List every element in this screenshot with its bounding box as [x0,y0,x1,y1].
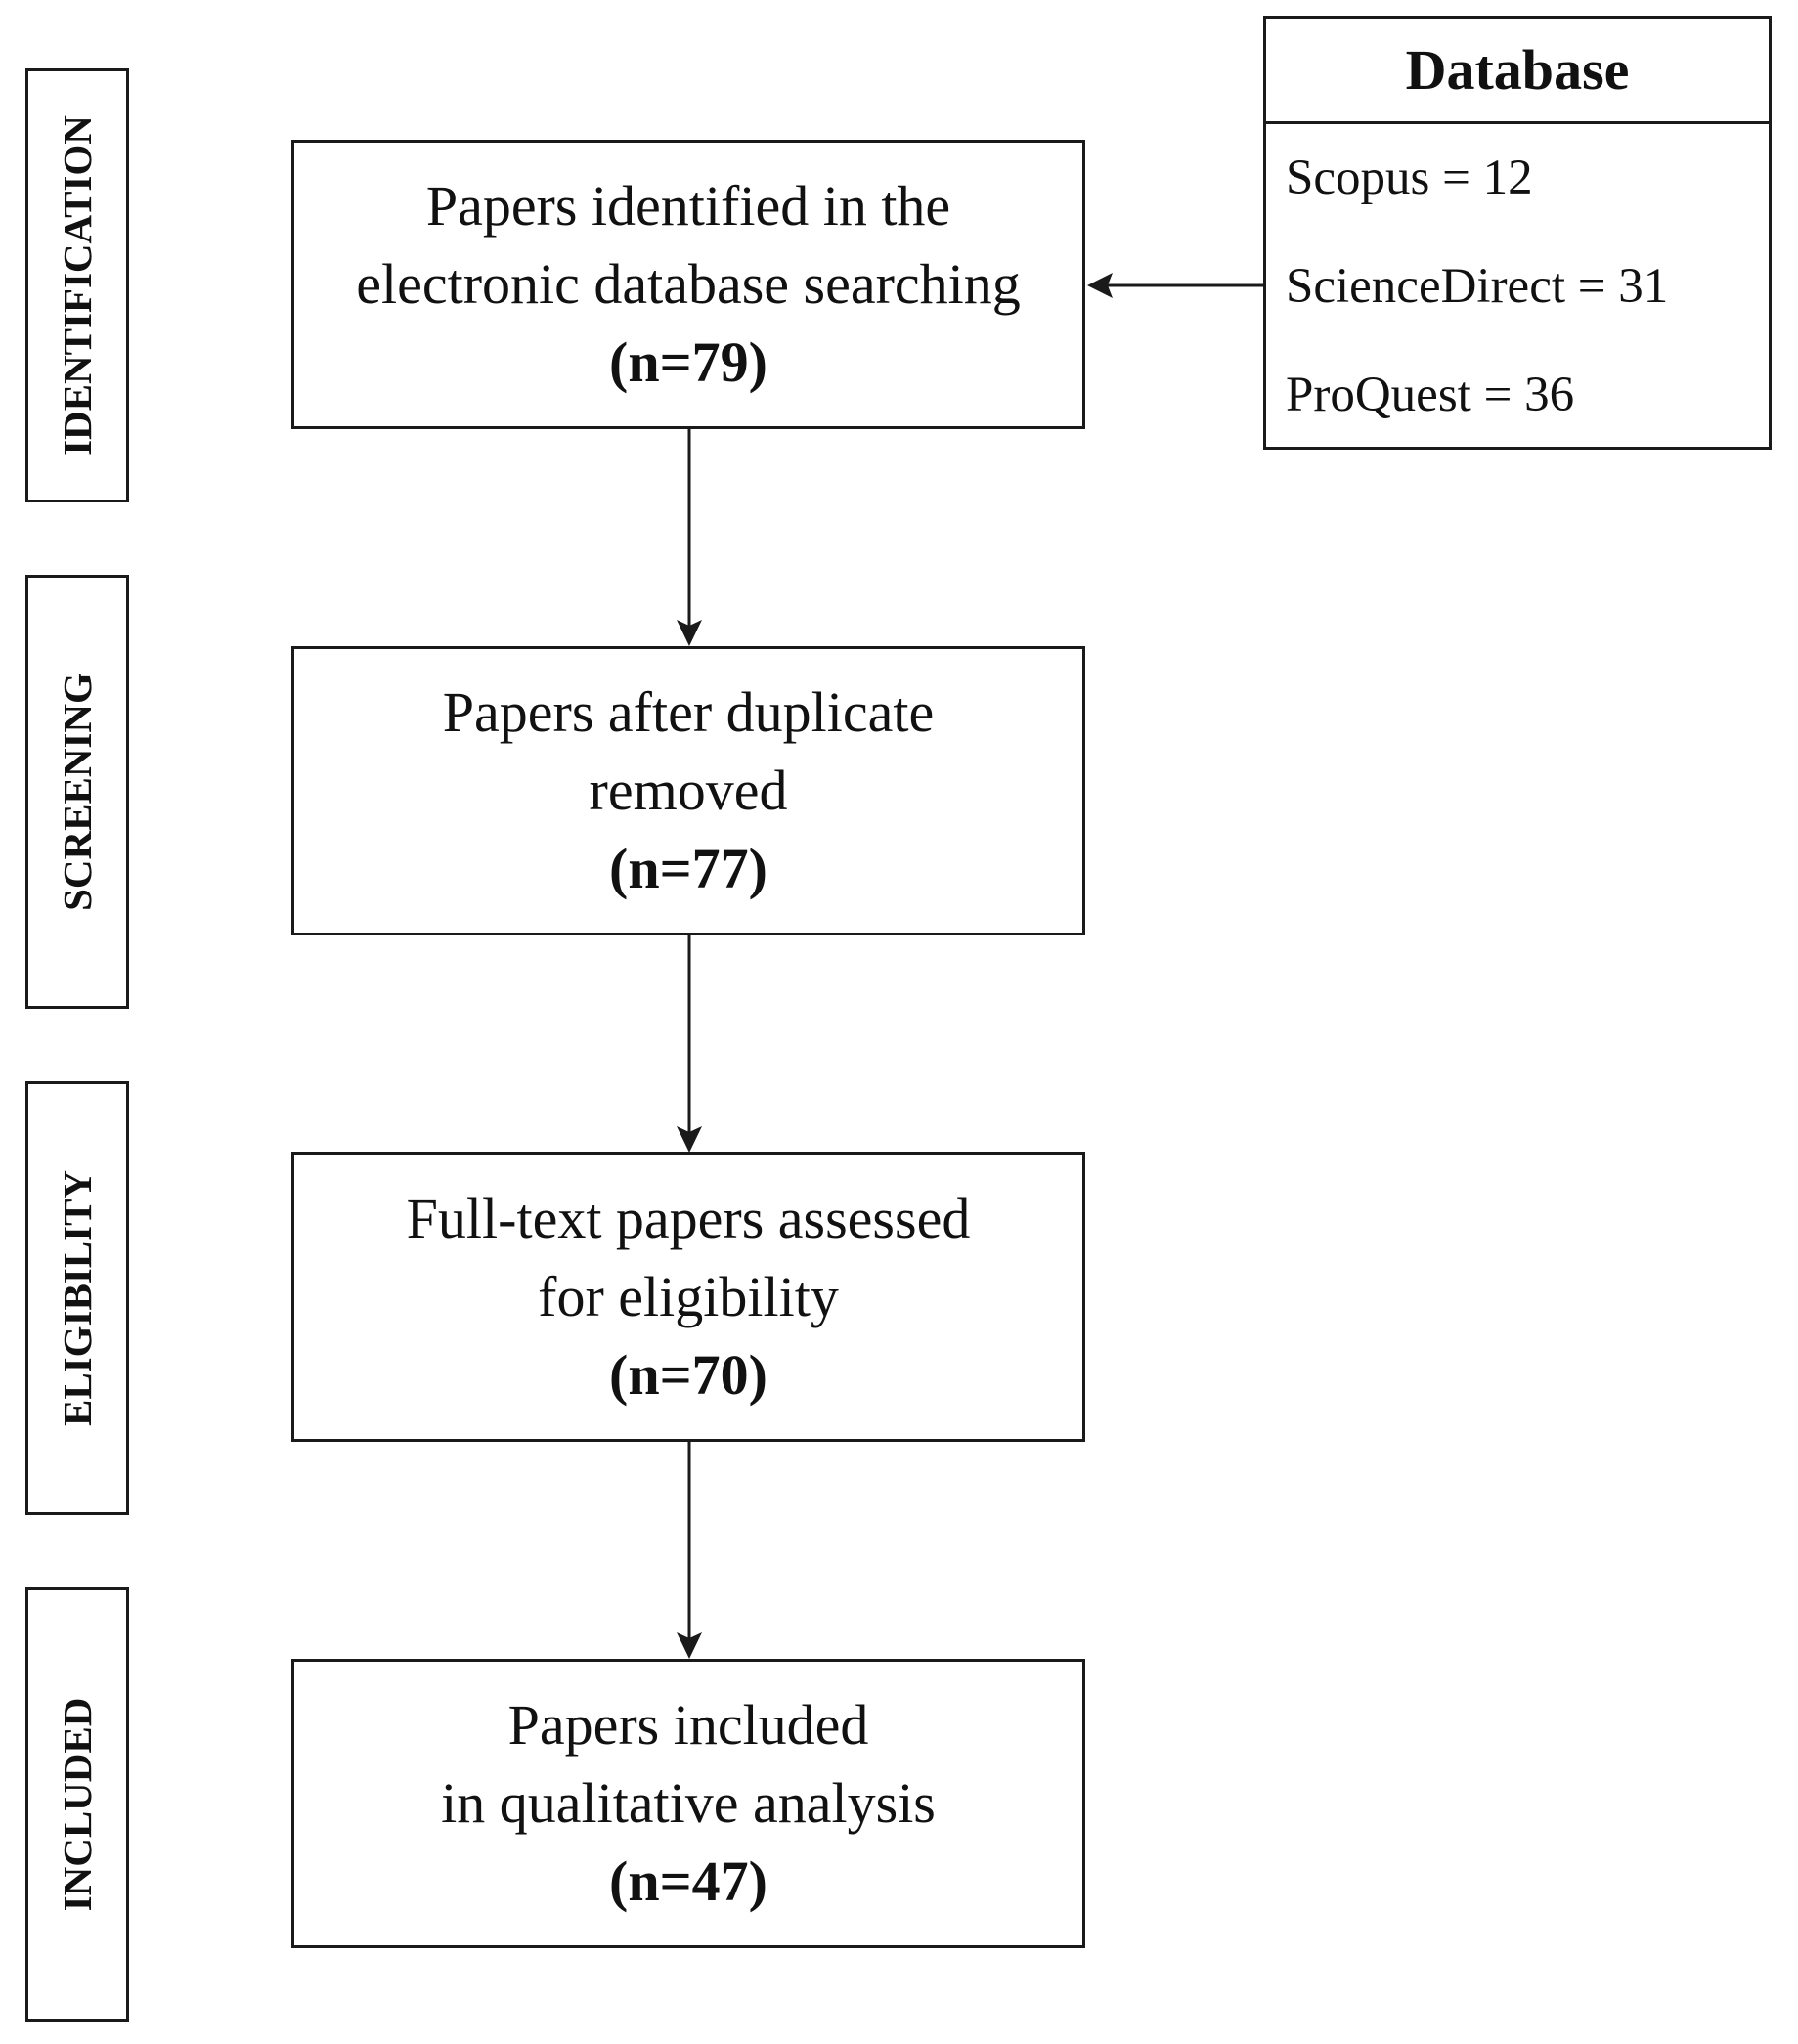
arrowhead-down-icon [677,620,702,646]
box-count: (n=47) [609,1849,767,1913]
box-line: Papers after duplicate [442,680,935,744]
included-box: Papers included in qualitative analysis … [291,1659,1085,1948]
box-line: for eligibility [538,1265,839,1328]
stage-label-included: INCLUDED [25,1587,129,2022]
arrowhead-down-icon [677,1632,702,1659]
database-item-proquest: ProQuest = 36 [1286,368,1575,422]
screening-box: Papers after duplicate removed (n=77) [291,646,1085,935]
box-line: Papers identified in the [425,174,951,238]
database-item-scopus: Scopus = 12 [1286,151,1533,205]
arrowhead-down-icon [677,1126,702,1152]
box-count: (n=79) [609,330,767,394]
box-count: (n=70) [609,1343,767,1407]
eligibility-box: Full-text papers assessed for eligibilit… [291,1152,1085,1442]
box-line: removed [589,759,788,822]
box-line: Papers included [507,1693,869,1757]
database-title: Database [1266,19,1769,124]
box-line: Full-text papers assessed [406,1187,971,1250]
stage-label-screening: SCREENING [25,575,129,1009]
database-box: Database Scopus = 12 ScienceDirect = 31 … [1263,16,1772,450]
stage-label-eligibility: ELIGIBILITY [25,1081,129,1515]
box-line: electronic database searching [356,252,1021,316]
box-count: (n=77) [609,837,767,900]
box-line: in qualitative analysis [441,1771,936,1835]
stage-label-identification: IDENTIFICATION [25,68,129,502]
arrowhead-left-icon [1087,273,1113,298]
identification-box: Papers identified in the electronic data… [291,140,1085,429]
database-item-sciencedirect: ScienceDirect = 31 [1286,259,1669,314]
